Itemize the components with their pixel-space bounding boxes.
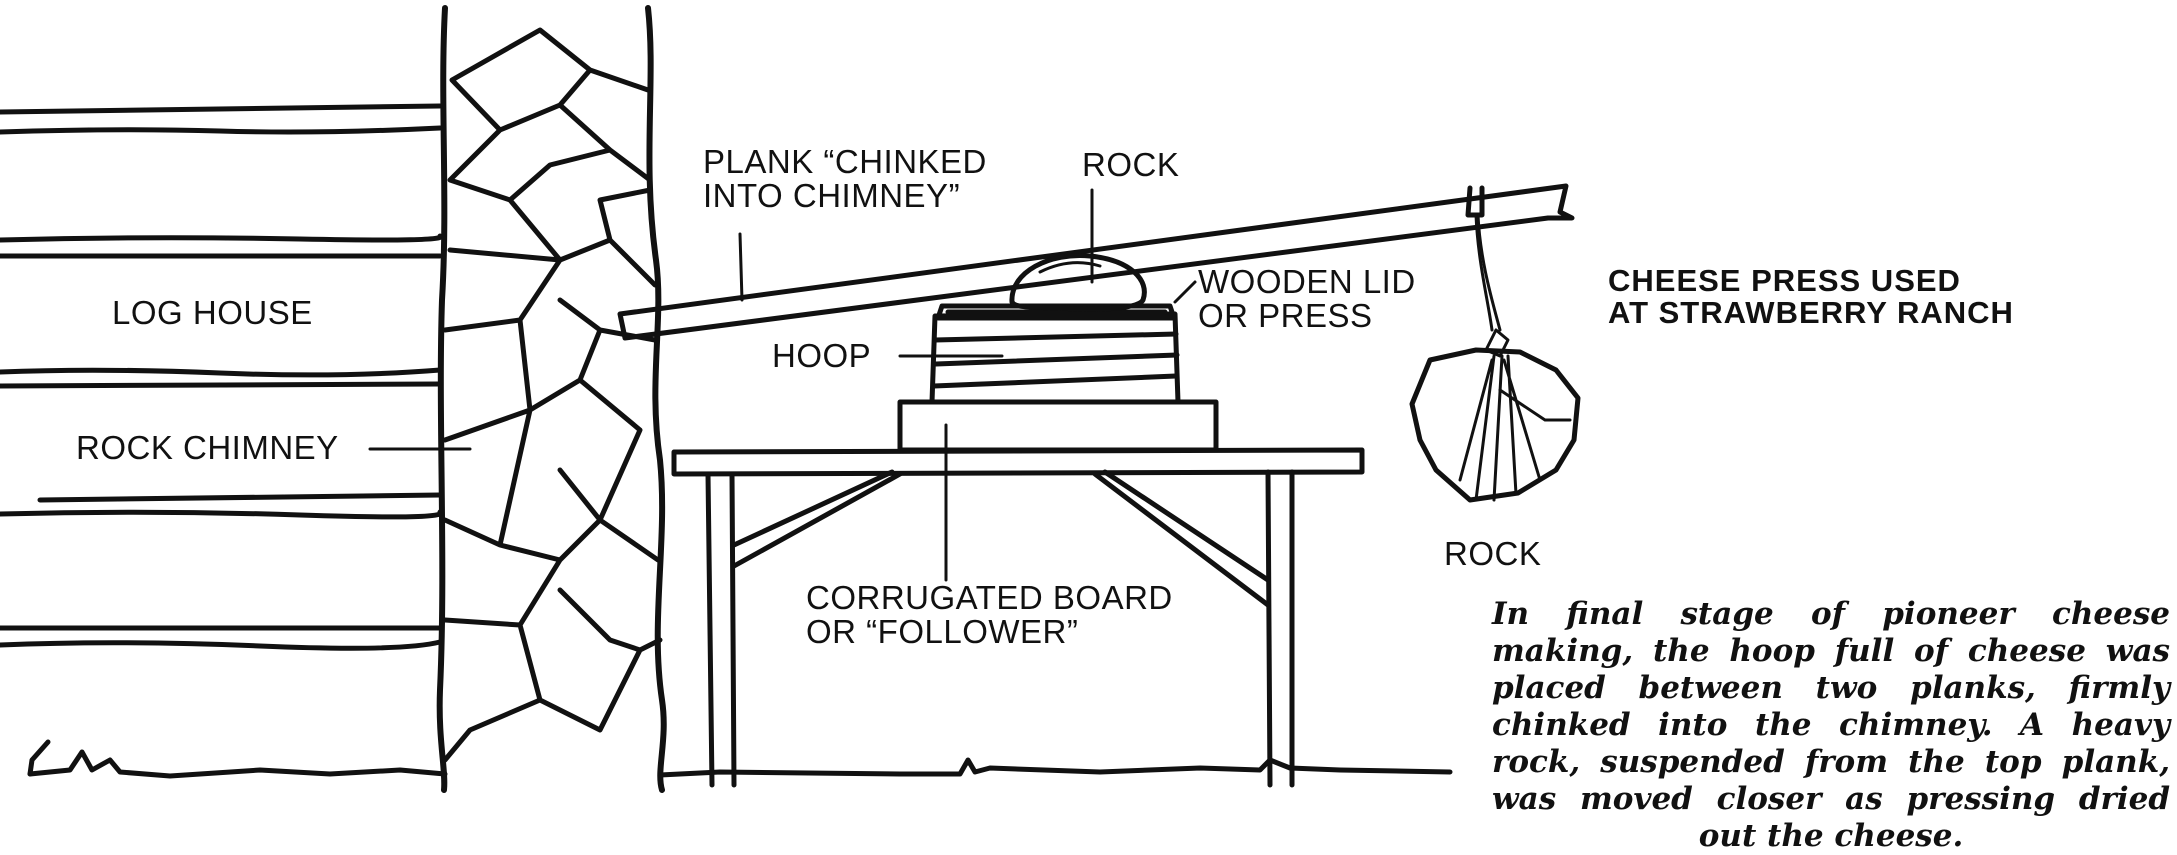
cheese-hoop xyxy=(929,311,1181,405)
label-log-house: LOG HOUSE xyxy=(112,294,313,331)
label-plank-line1: PLANK “CHINKED xyxy=(703,143,987,180)
label-wooden-lid-line2: OR PRESS xyxy=(1198,297,1373,334)
label-rock-top: ROCK xyxy=(1082,146,1180,183)
caption: In final stage of pioneer cheese making,… xyxy=(1492,596,2170,854)
wooden-lid xyxy=(935,303,1177,321)
title-line2: AT STRAWBERRY RANCH xyxy=(1608,295,2014,330)
ground-line xyxy=(27,739,1453,779)
label-wooden-lid-line1: WOODEN LID xyxy=(1198,263,1416,300)
label-hoop: HOOP xyxy=(772,337,872,374)
top-plank xyxy=(617,183,1575,341)
label-follower-line1: CORRUGATED BOARD xyxy=(806,579,1173,616)
cheese-press-illustration xyxy=(0,5,1581,793)
leader-lines xyxy=(368,188,1197,582)
label-rock-hanging: ROCK xyxy=(1444,535,1542,572)
table xyxy=(671,447,1365,788)
label-follower-line2: OR “FOLLOWER” xyxy=(806,613,1079,650)
rock-on-lid xyxy=(1009,252,1147,312)
hanging-rock xyxy=(1409,185,1581,503)
label-rock-chimney: ROCK CHIMNEY xyxy=(76,429,339,466)
rock-chimney-drawing xyxy=(436,5,667,793)
label-plank-line2: INTO CHIMNEY” xyxy=(703,177,961,214)
log-house-wall xyxy=(0,103,444,651)
title-line1: CHEESE PRESS USED xyxy=(1608,263,1961,298)
